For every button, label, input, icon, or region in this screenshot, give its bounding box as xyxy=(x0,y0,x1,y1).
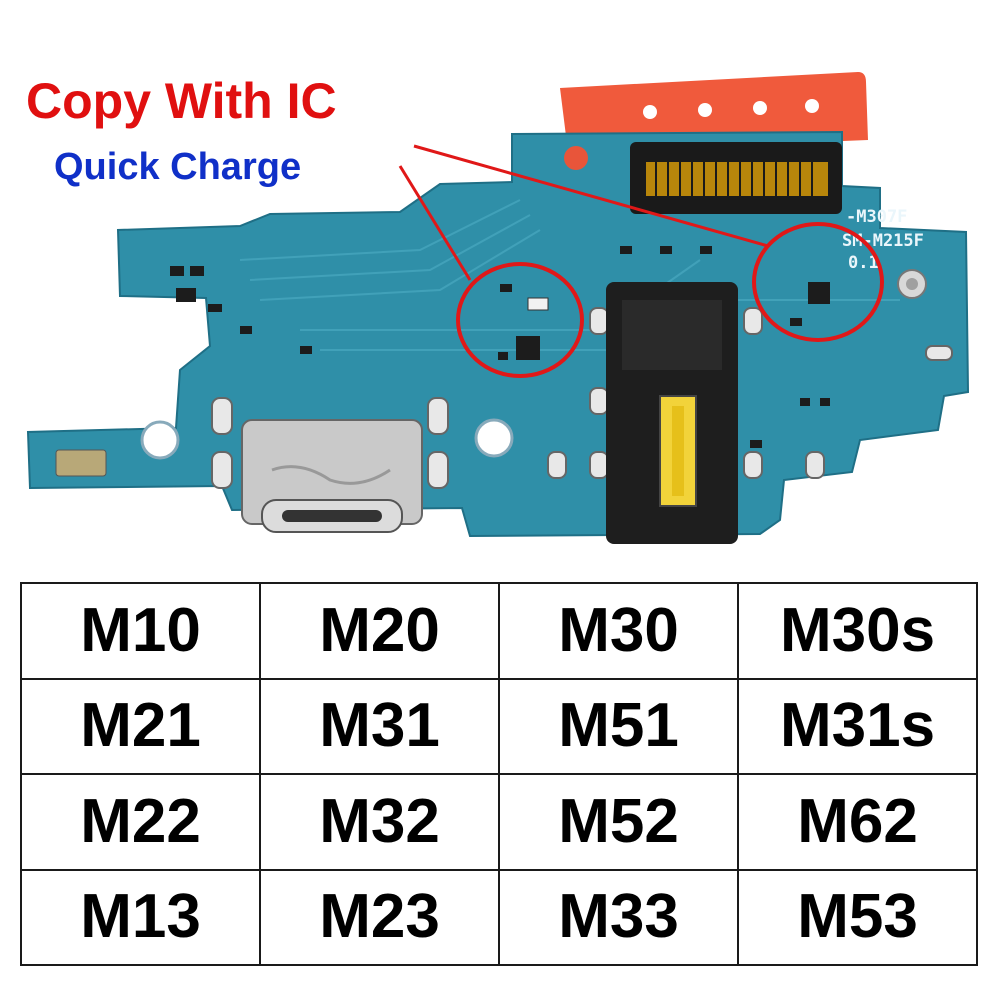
usb-c-port xyxy=(241,419,423,533)
model-cell: M30s xyxy=(737,582,978,680)
pointer-line-left xyxy=(398,165,472,281)
silkscreen-line-3: 0.1 xyxy=(848,253,879,273)
table-row: M13 M23 M33 M53 xyxy=(20,868,978,966)
model-cell: M62 xyxy=(737,773,978,871)
table-row: M10 M20 M30 M30s xyxy=(20,582,978,680)
compatible-models-table: M10 M20 M30 M30s M21 M31 M51 M31s M22 M3… xyxy=(20,582,978,966)
model-cell: M31s xyxy=(737,677,978,775)
table-row: M22 M32 M52 M62 xyxy=(20,773,978,871)
mounting-hole-left xyxy=(140,420,180,460)
model-cell: M23 xyxy=(259,868,500,966)
product-photo: -M307F SM-M215F 0.1 xyxy=(26,72,970,544)
headline-copy-with-ic: Copy With IC xyxy=(26,73,337,129)
model-cell: M13 xyxy=(20,868,261,966)
smd-components xyxy=(170,246,830,448)
silkscreen-line-1: -M307F xyxy=(846,207,907,227)
flex-tape-holes xyxy=(643,99,819,119)
model-cell: M33 xyxy=(498,868,739,966)
model-cell: M51 xyxy=(498,677,739,775)
highlight-circle-left xyxy=(456,262,584,378)
model-cell: M21 xyxy=(20,677,261,775)
model-cell: M32 xyxy=(259,773,500,871)
table-row: M21 M31 M51 M31s xyxy=(20,677,978,775)
headline-quick-charge: Quick Charge xyxy=(54,146,302,188)
model-cell: M31 xyxy=(259,677,500,775)
model-cell: M53 xyxy=(737,868,978,966)
model-cell: M10 xyxy=(20,582,261,680)
headphone-jack xyxy=(606,282,738,544)
pointer-line-right xyxy=(413,144,769,248)
mounting-hole-center xyxy=(474,418,514,458)
microphone xyxy=(55,449,107,477)
silkscreen-line-2: SM-M215F xyxy=(842,231,924,251)
model-cell: M52 xyxy=(498,773,739,871)
solder-tabs xyxy=(211,307,953,489)
model-cell: M22 xyxy=(20,773,261,871)
highlight-circle-right xyxy=(752,222,884,342)
model-cell: M20 xyxy=(259,582,500,680)
model-cell: M30 xyxy=(498,582,739,680)
